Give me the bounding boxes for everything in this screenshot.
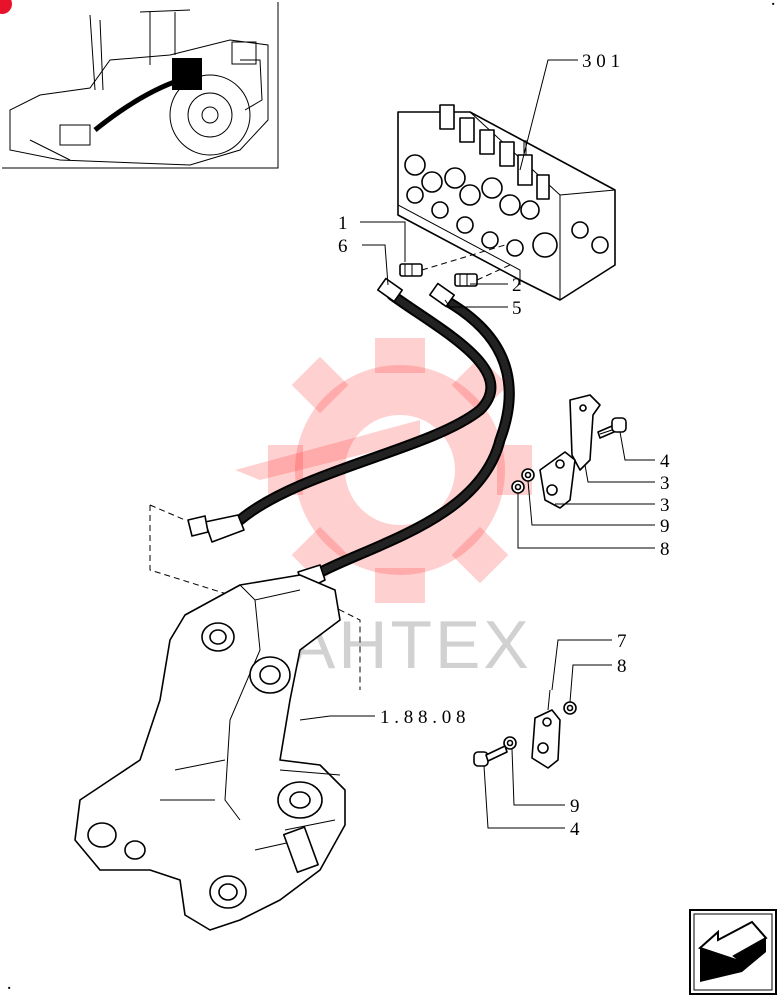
bolt-4a: [597, 417, 627, 439]
callout-3a: 3: [660, 473, 670, 494]
callout-7: 7: [617, 631, 627, 652]
corner-mark-top-right: ·: [770, 0, 776, 15]
callout-9b: 9: [570, 796, 580, 817]
callout-8a: 8: [660, 539, 670, 560]
loader-mounting-frame: [74, 574, 346, 931]
nut-8a: [511, 480, 525, 494]
hydraulic-hose-left: [187, 277, 497, 543]
control-valve-block: [397, 104, 616, 301]
clamp-plate-3a: [569, 394, 601, 471]
corner-badge-icon: [0, 0, 12, 14]
callout-4b: 4: [570, 819, 580, 840]
tractor-thumbnail-icon: [2, 2, 279, 169]
callout-1-88-08: 1 . 8 8 . 0 8: [380, 707, 466, 728]
next-page-arrow-icon[interactable]: [689, 909, 777, 995]
hydraulic-hose-right: [291, 282, 515, 607]
callout-301: 3 0 1: [582, 51, 620, 72]
callout-8b: 8: [617, 656, 627, 677]
fitting-adapter-1: [399, 263, 423, 277]
leader-lines: [299, 59, 655, 829]
washer-9a: [521, 468, 535, 482]
callout-3b: 3: [660, 495, 670, 516]
nut-8b: [563, 701, 577, 715]
washer-9b: [503, 736, 517, 750]
callout-1: 1: [338, 213, 348, 234]
corner-mark-bottom-left: ·: [6, 978, 12, 999]
callout-9a: 9: [660, 516, 670, 537]
callout-6: 6: [338, 236, 348, 257]
callout-4a: 4: [660, 451, 670, 472]
callout-5: 5: [512, 298, 522, 319]
bolt-4b: [473, 745, 508, 767]
clamp-plate-3b: [539, 451, 576, 509]
clamp-plate-7: [531, 689, 561, 769]
callout-2: 2: [512, 275, 522, 296]
